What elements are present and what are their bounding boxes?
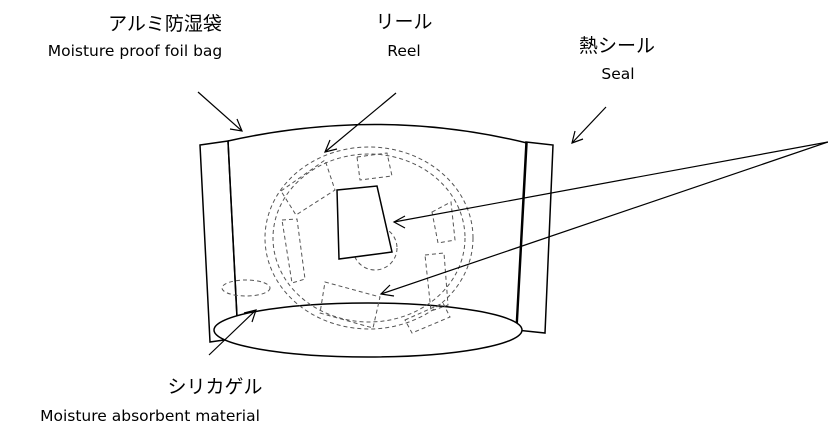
silica-gel-label-jp: シリカゲル [167, 376, 263, 398]
right-seal-strip [515, 141, 554, 334]
seal-label-en: Seal [601, 65, 635, 83]
foil-bag-label-en: Moisture proof foil bag [47, 42, 223, 60]
foil-bag-outline [227, 123, 528, 337]
foil-bag-bottom-opening [213, 302, 523, 358]
left-seal-strip [199, 140, 239, 343]
reel-label-en: Reel [387, 42, 421, 60]
reel-label-block [336, 185, 393, 260]
reel-drawing [221, 146, 474, 334]
foil-bag-label-jp: アルミ防湿袋 [108, 13, 222, 35]
pointer-arrows [197, 91, 828, 356]
silica-gel-label-en: Moisture absorbent material [40, 407, 260, 425]
seal-label-jp: 熱シール [578, 35, 655, 57]
reel-label-jp: リール [375, 11, 433, 33]
